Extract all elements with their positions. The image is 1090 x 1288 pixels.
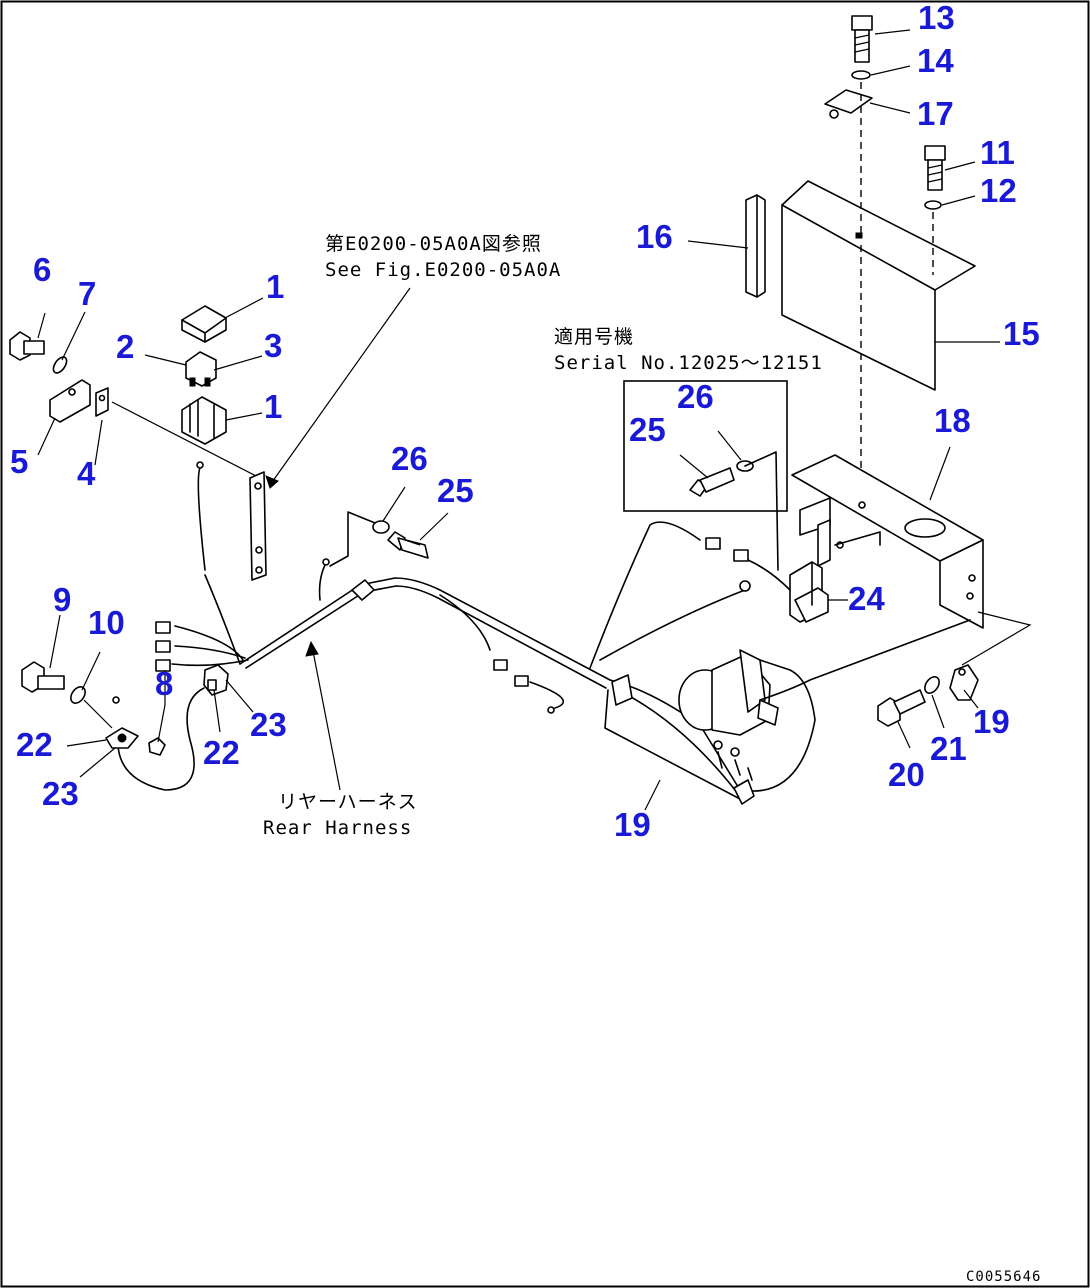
callout-2: 2 xyxy=(116,328,134,365)
callout-26-mid: 26 xyxy=(391,440,428,477)
drawing-code: C0055646 xyxy=(966,1269,1041,1285)
washer-12 xyxy=(924,200,942,210)
callout-5: 5 xyxy=(10,443,28,480)
harness-label-jp: リヤーハーネス xyxy=(278,791,418,813)
callout-10: 10 xyxy=(88,604,125,641)
see-fig-note-jp: 第E0200-05A0A図参照 xyxy=(325,233,542,255)
clip-19-right xyxy=(949,664,979,701)
callout-24: 24 xyxy=(848,580,885,617)
callout-1-bottom: 1 xyxy=(264,388,282,425)
switch-1-top xyxy=(181,305,227,343)
cable-19 xyxy=(604,674,755,805)
callout-19-bottom: 19 xyxy=(614,806,651,843)
callout-4: 4 xyxy=(77,455,96,492)
callout-25-mid: 25 xyxy=(437,472,474,509)
callout-25-inset: 25 xyxy=(629,411,666,448)
callout-17: 17 xyxy=(917,95,954,132)
callout-22-left: 22 xyxy=(16,726,53,763)
bolt-25-mid xyxy=(387,531,429,559)
callout-6: 6 xyxy=(33,251,51,288)
callout-7: 7 xyxy=(78,275,96,312)
callout-16: 16 xyxy=(636,218,673,255)
callout-12: 12 xyxy=(980,172,1017,209)
callout-22-center: 22 xyxy=(203,734,240,771)
washer-26-mid xyxy=(372,520,390,534)
callout-9: 9 xyxy=(53,581,71,618)
callout-23-left: 23 xyxy=(42,775,79,812)
washer-14 xyxy=(851,70,871,80)
callout-20: 20 xyxy=(888,756,925,793)
serial-note-jp: 適用号機 xyxy=(554,326,634,348)
assembly-line xyxy=(111,401,261,479)
bolt-20 xyxy=(877,689,926,727)
grommet xyxy=(148,737,166,756)
clip-22-23 xyxy=(105,696,139,749)
bolt-6 xyxy=(9,331,45,361)
cover-plate xyxy=(781,180,976,391)
serial-note-en: Serial No.12025～12151 xyxy=(554,352,823,374)
switch-2-3 xyxy=(185,351,217,387)
callout-21: 21 xyxy=(930,730,967,767)
washer-10 xyxy=(70,686,86,704)
assembly-line xyxy=(83,699,113,729)
bolt-11 xyxy=(924,145,946,191)
rubber-strip xyxy=(745,194,766,298)
horn-assembly xyxy=(678,619,971,757)
callout-15: 15 xyxy=(1003,315,1040,352)
washer-7 xyxy=(52,356,68,374)
relay-24 xyxy=(789,561,829,623)
callout-3: 3 xyxy=(264,327,282,364)
switch-1-bottom xyxy=(181,396,227,445)
callout-1-top: 1 xyxy=(266,268,284,305)
callout-8: 8 xyxy=(155,665,173,702)
callout-14: 14 xyxy=(917,42,954,79)
washer-21 xyxy=(924,676,940,694)
callout-23-center: 23 xyxy=(250,706,287,743)
bolt-13 xyxy=(851,15,873,63)
assembly-line xyxy=(744,451,779,571)
bracket-18 xyxy=(791,454,984,629)
callout-13: 13 xyxy=(918,0,955,36)
callout-19-right: 19 xyxy=(973,703,1010,740)
clamp-17 xyxy=(824,89,873,119)
see-fig-note-en: See Fig.E0200-05A0A xyxy=(325,259,561,281)
assembly-line xyxy=(961,611,1032,666)
bolt-25-inset xyxy=(689,467,735,497)
clamp-23-22 xyxy=(117,664,229,791)
callout-26-inset: 26 xyxy=(677,378,714,415)
harness-label-en: Rear Harness xyxy=(263,817,412,839)
plate-5 xyxy=(49,379,91,423)
strap xyxy=(249,471,267,581)
callout-18: 18 xyxy=(934,402,971,439)
notes: 第E0200-05A0A図参照 See Fig.E0200-05A0A 適用号機… xyxy=(263,233,1041,1285)
plate-4 xyxy=(95,387,109,417)
leader-lines xyxy=(37,29,1000,811)
bolt-9 xyxy=(21,661,65,693)
callout-numbers: 13 14 17 11 12 16 15 18 1 2 3 1 6 7 5 4 … xyxy=(10,0,1040,843)
serial-inset-box xyxy=(623,380,788,512)
callout-11: 11 xyxy=(980,134,1015,171)
